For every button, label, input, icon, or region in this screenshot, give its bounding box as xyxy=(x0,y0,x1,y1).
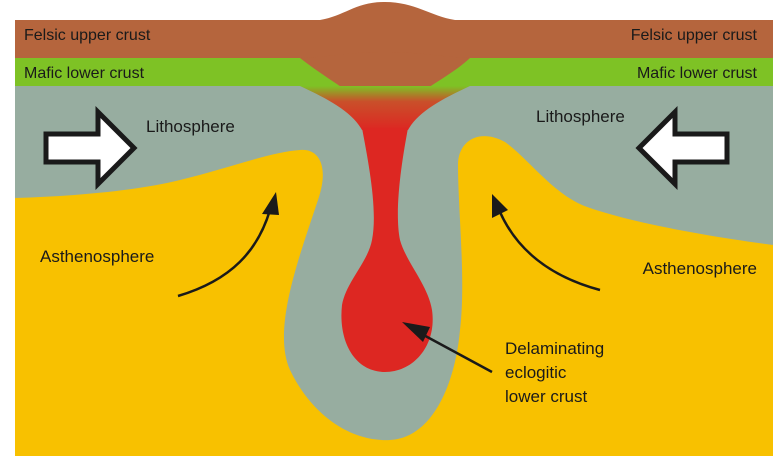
asthenosphere-label-right: Asthenosphere xyxy=(643,259,757,278)
felsic-label-right: Felsic upper crust xyxy=(631,27,758,44)
lithosphere-label-right: Lithosphere xyxy=(536,107,625,126)
asthenosphere-label-left: Asthenosphere xyxy=(40,247,154,266)
mafic-label-left: Mafic lower crust xyxy=(24,65,145,82)
mafic-label-right: Mafic lower crust xyxy=(637,65,758,82)
delam-label-line2: eclogitic xyxy=(505,363,567,382)
lithosphere-label-left: Lithosphere xyxy=(146,117,235,136)
felsic-label-left: Felsic upper crust xyxy=(24,27,151,44)
delam-label-line1: Delaminating xyxy=(505,339,604,358)
delam-label-line3: lower crust xyxy=(505,387,587,406)
